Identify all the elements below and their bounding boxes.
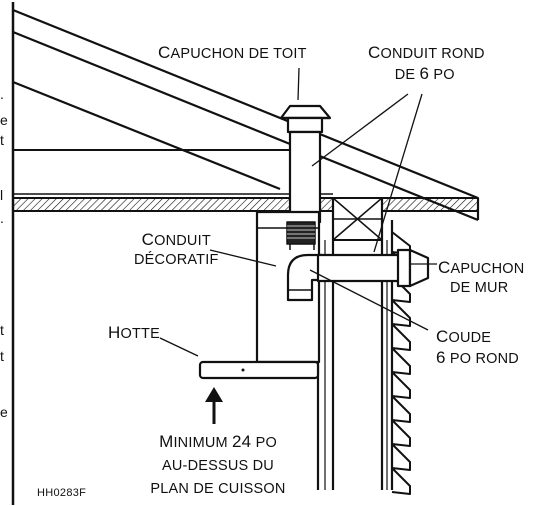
margin-fragment: e [0, 404, 8, 420]
label-wall-cap: CAPUCHON DE MUR [438, 258, 525, 296]
label-hood: HOTTE [108, 323, 160, 342]
range-hood [198, 360, 320, 380]
label-elbow: COUDE 6 PO ROND [436, 327, 519, 367]
ceiling [12, 197, 334, 212]
margin-fragment: e [0, 112, 8, 128]
wall-cap [396, 248, 430, 288]
roof-cap [279, 104, 332, 134]
label-round-duct: CONDUIT ROND DE 6 PO [368, 43, 485, 83]
margin-fragment: t [0, 348, 4, 364]
label-minimum-clearance: MINIMUM 24 PO AU-DESSUS DU PLAN DE CUISS… [150, 432, 286, 497]
figure-code: HH0283F [37, 487, 87, 499]
label-decorative-duct: CONDUIT DÉCORATIF [134, 230, 219, 268]
round-duct-vertical [288, 130, 322, 224]
label-roof-cap: CAPUCHON DE TOIT [158, 43, 307, 62]
margin-fragment: t [0, 132, 4, 148]
margin-fragment: t [0, 322, 4, 338]
margin-fragment: . [0, 210, 4, 226]
round-duct-horizontal [316, 253, 404, 283]
exterior-wall [316, 198, 394, 490]
margin-fragment: . [0, 86, 4, 102]
margin-fragment: l [0, 187, 4, 203]
ceiling-right [381, 197, 479, 212]
roof-rafters [12, 8, 480, 222]
